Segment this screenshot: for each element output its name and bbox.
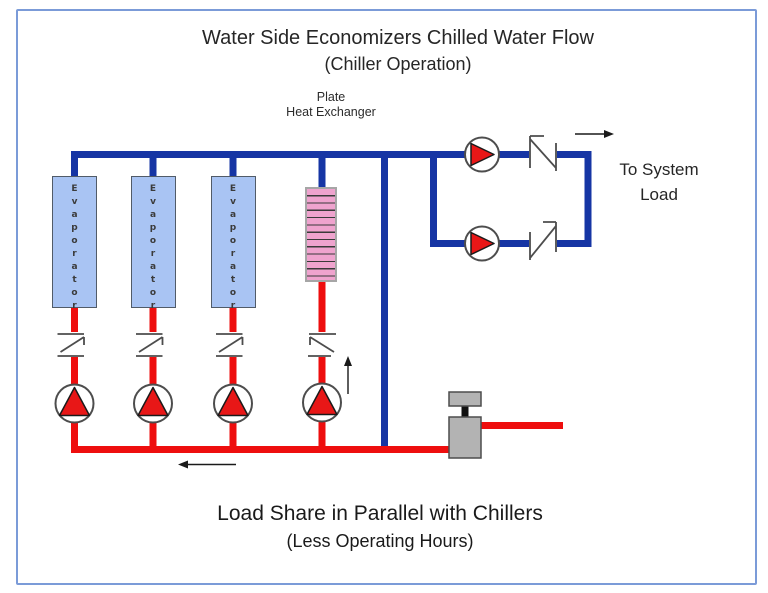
distribution-pump-2 <box>464 225 500 262</box>
pump-impeller-icon <box>58 386 91 417</box>
evaporator-1-label: Evaporator <box>69 184 80 314</box>
to-system-load-label: To System Load <box>619 160 699 204</box>
evaporator-3-box: Evaporator <box>210 176 256 314</box>
evaporator-2-label: Evaporator <box>148 184 158 314</box>
caption-line-1: Load Share in Parallel with Chillers <box>217 502 543 525</box>
check-valve-evaporator-1 <box>57 333 85 357</box>
valve-actuator <box>448 391 482 407</box>
check-valve-distribution-pump-2 <box>529 221 557 260</box>
bottom-caption: Load Share in Parallel with Chillers (Le… <box>8 501 752 553</box>
evaporator-3-label: Evaporator <box>228 184 238 314</box>
plate-hx-pump <box>302 382 342 423</box>
distribution-pump-1 <box>464 136 500 173</box>
pump-impeller-icon <box>470 231 495 256</box>
evaporator-3-pump <box>213 383 253 424</box>
valve-stem <box>461 404 469 419</box>
plate-label-line-2: Heat Exchanger <box>286 105 376 119</box>
supply-header-pipe <box>71 151 529 178</box>
plate-heat-exchanger-box <box>305 187 337 282</box>
check-valve-distribution-pump-1 <box>529 135 557 171</box>
check-valve-plate-hx <box>308 333 336 357</box>
caption-line-2: (Less Operating Hours) <box>286 531 474 551</box>
outer-frame <box>16 9 757 585</box>
pump-impeller-icon <box>470 142 495 167</box>
evaporator-2-box: Evaporator <box>130 176 176 314</box>
plate-label-line-1: Plate <box>316 90 346 104</box>
evaporator-1-box: Evaporator <box>52 176 97 314</box>
title-line-2: (Chiller Operation) <box>324 54 472 74</box>
check-valve-evaporator-3 <box>216 333 244 357</box>
pump-impeller-icon <box>217 386 249 417</box>
flow-arrow-up-plate-hx <box>344 356 352 394</box>
evaporator-1-pump <box>54 383 95 424</box>
page-title: Water Side Economizers Chilled Water Flo… <box>28 26 768 75</box>
flow-arrow-to-system-load <box>575 130 614 138</box>
plate-heat-exchanger-label: Plate Heat Exchanger <box>231 90 431 120</box>
check-valve-evaporator-2 <box>136 333 164 357</box>
valve-body <box>448 416 482 459</box>
flow-arrow-return-left <box>178 460 236 469</box>
evaporator-2-pump <box>133 383 173 424</box>
title-line-1: Water Side Economizers Chilled Water Flo… <box>202 27 594 49</box>
pump-impeller-icon <box>137 386 169 417</box>
pump-loop-right-pipe <box>557 151 592 247</box>
pump-impeller-icon <box>306 385 338 416</box>
control-valve <box>448 391 482 459</box>
